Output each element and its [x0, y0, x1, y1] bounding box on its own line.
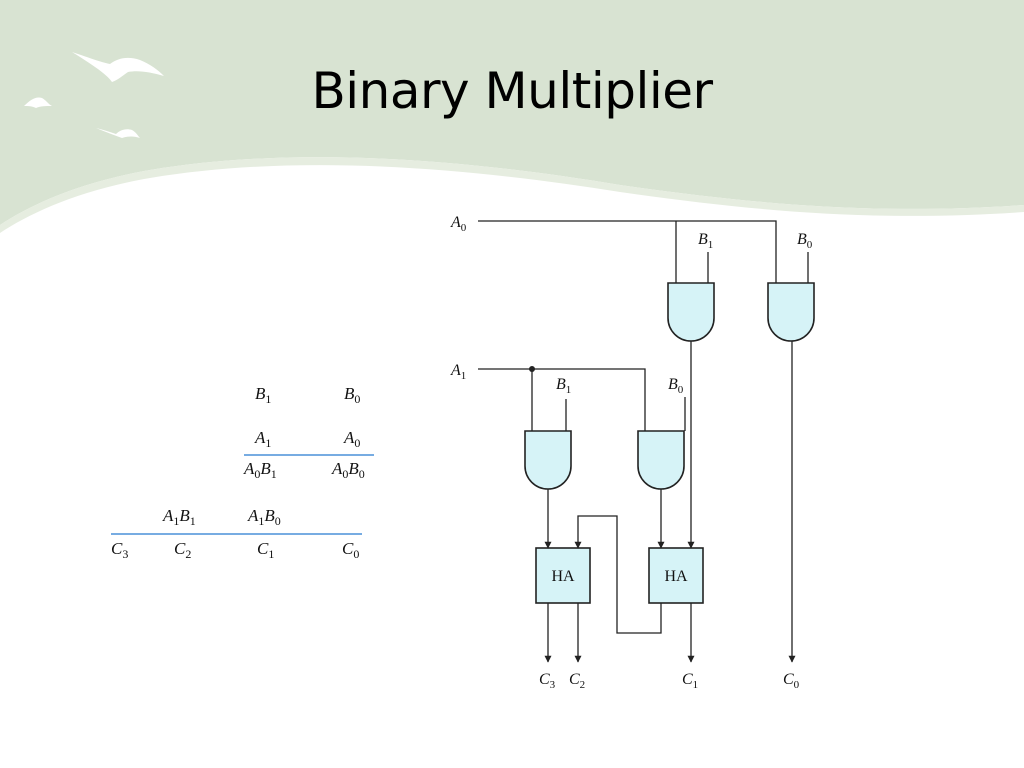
bird-icon — [72, 52, 164, 82]
input-b1-label: B1 — [556, 376, 571, 396]
half-adder-label: HA — [551, 568, 575, 585]
lm-a0: A0 — [343, 428, 360, 450]
and-gate — [637, 430, 685, 490]
bird-icon — [96, 128, 140, 138]
lm-b0: B0 — [344, 384, 360, 406]
input-b0-label: B0 — [797, 231, 813, 251]
output-c1-label: C1 — [682, 671, 698, 691]
half-adder — [648, 547, 704, 604]
wire-carry — [574, 515, 662, 634]
output-c2-label: C2 — [569, 671, 585, 691]
lm-a1b1: A1B1 — [162, 506, 196, 528]
lm-c0: C0 — [342, 539, 359, 561]
input-b0-label: B0 — [668, 376, 684, 396]
bird-icon — [24, 97, 52, 108]
and-gate — [767, 282, 815, 342]
wire-a0 — [478, 220, 777, 283]
long-multiplication: B1 B0 A1 A0 A0B1 A0B0 A1B1 A1B0 C3 C2 C1… — [111, 384, 374, 561]
lm-b1: B1 — [255, 384, 271, 406]
output-c0-label: C0 — [783, 671, 800, 691]
lm-c2: C2 — [174, 539, 191, 561]
lm-a0b0: A0B0 — [331, 459, 365, 481]
lm-a0b1: A0B1 — [243, 459, 277, 481]
lm-c3: C3 — [111, 539, 128, 561]
input-a0-label: A0 — [450, 214, 467, 234]
multiplier-circuit: HA HA A0 A1 B1 B0 B1 B0 C3 C2 C1 C0 — [450, 214, 815, 691]
lm-a1: A1 — [254, 428, 271, 450]
slide-title: Binary Multiplier — [311, 62, 713, 120]
half-adder — [535, 547, 591, 604]
input-b1-label: B1 — [698, 231, 713, 251]
input-a1-label: A1 — [450, 362, 466, 382]
junction-dot — [529, 366, 535, 372]
header-band — [0, 0, 1024, 233]
output-c3-label: C3 — [539, 671, 556, 691]
and-gate — [524, 430, 572, 490]
lm-c1: C1 — [257, 539, 274, 561]
lm-a1b0: A1B0 — [247, 506, 281, 528]
and-gate — [667, 282, 715, 342]
half-adder-label: HA — [664, 568, 688, 585]
